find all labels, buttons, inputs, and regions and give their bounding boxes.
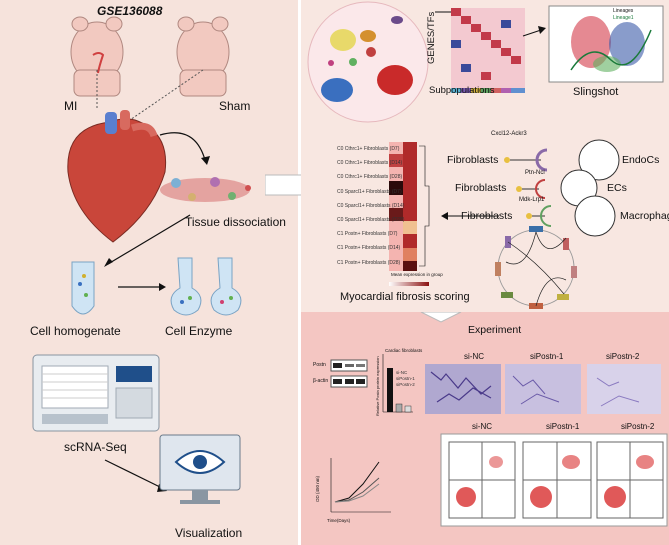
mi-label: MI bbox=[64, 99, 78, 113]
monitor-eye-icon bbox=[159, 434, 241, 504]
transwell-images bbox=[425, 364, 661, 414]
legend-p1: siPostn-1 bbox=[396, 376, 415, 381]
heatmap-row-label: C0 Cthrc1+ Fibroblasts (D28) bbox=[337, 174, 403, 181]
heatmap-row-label: C0 Sparcl1+ Fibroblasts (D28) bbox=[337, 217, 405, 223]
bactin-label: β-actin bbox=[313, 378, 329, 384]
ecs-label: ECs bbox=[607, 182, 627, 194]
curve-arrow bbox=[159, 132, 206, 161]
sipostn2-label-1: siPostn-2 bbox=[606, 352, 640, 361]
sequencer-icon bbox=[32, 354, 160, 432]
curve-xlabel: Time(Days) bbox=[327, 518, 351, 523]
analysis-artwork bbox=[307, 1, 664, 309]
mouse-sham-icon bbox=[129, 16, 230, 121]
heatmap-row-label: C1 Postn+ Fibroblasts (D28) bbox=[337, 259, 401, 266]
sham-label: Sham bbox=[219, 99, 251, 113]
fibrosis-heatmap bbox=[389, 142, 430, 286]
mf-scoring-label: Myocardial fibrosis scoring bbox=[340, 291, 470, 303]
sipostn1-label-2: siPostn-1 bbox=[546, 422, 580, 431]
experiment-label: Experiment bbox=[468, 324, 522, 336]
down-arrow bbox=[420, 312, 462, 323]
bar-ylabel: Relative Postn protein expression bbox=[375, 356, 380, 416]
tissue-icon bbox=[160, 177, 251, 202]
slingshot-label: Slingshot bbox=[573, 86, 619, 98]
scrna-seq-label: scRNA-Seq bbox=[64, 440, 127, 454]
sipostn1-label-1: siPostn-1 bbox=[530, 352, 564, 361]
heatmap-row-label: C0 Cthrc1+ Fibroblasts (D14) bbox=[337, 160, 403, 167]
lineages-title: Lineages bbox=[613, 8, 634, 14]
mouse-mi-icon bbox=[70, 16, 124, 110]
pair3-label: Mdk-Lrp1 bbox=[519, 197, 545, 203]
tube-enzyme-icon bbox=[170, 257, 242, 316]
si-nc-label-1: si-NC bbox=[464, 352, 484, 361]
heatmap-row-label: C0 Cthrc1+ Fibroblasts (D7) bbox=[337, 146, 400, 152]
slingshot-plot bbox=[548, 5, 664, 83]
fibroblasts-2: Fibroblasts bbox=[455, 182, 507, 194]
sipostn2-label-2: siPostn-2 bbox=[621, 422, 655, 431]
postn-bar-chart bbox=[382, 354, 413, 413]
heatmap-row-label: C0 Sparcl1+ Fibroblasts (D7) bbox=[337, 188, 402, 195]
tube-homogenate-icon bbox=[71, 261, 95, 315]
pair1-label: Cxcl12-Ackr3 bbox=[491, 131, 527, 137]
heatmap-row-label: C1 Postn+ Fibroblasts (D14) bbox=[337, 245, 401, 252]
western-blot bbox=[330, 359, 368, 388]
macrophages-label: Macrophages bbox=[620, 210, 669, 222]
pair2-label: Ptn-Ncl bbox=[525, 170, 545, 176]
curve-ylabel: OD (450 nm) bbox=[315, 475, 320, 502]
fibroblasts-1: Fibroblasts bbox=[447, 154, 499, 166]
analysis-panel: Subpopulations GENES/TFs Slingshot Linea… bbox=[301, 0, 669, 312]
flow-cytometry bbox=[440, 433, 668, 527]
legend-nc: si-NC bbox=[396, 370, 408, 375]
lineage1-label: Lineage1 bbox=[613, 15, 634, 21]
heart-icon bbox=[67, 110, 167, 243]
gene-heatmap bbox=[451, 8, 525, 93]
endocs-label: EndoCs bbox=[622, 154, 660, 166]
circos-plot bbox=[495, 226, 577, 309]
postn-label: Postn bbox=[313, 362, 326, 368]
cell-homogenate-label: Cell homogenate bbox=[30, 324, 121, 338]
heatmap-row-label: C0 Sparcl1+ Fibroblasts (D14) bbox=[337, 202, 405, 209]
visualization-label: Visualization bbox=[175, 526, 243, 540]
growth-curve bbox=[330, 458, 391, 513]
subpopulations-label: Subpopulations bbox=[429, 85, 495, 96]
cell-enzyme-label: Cell Enzyme bbox=[165, 324, 233, 338]
dataset-label: GSE136088 bbox=[97, 4, 163, 18]
tissue-dissociation-label: Tissue dissociation bbox=[185, 215, 286, 229]
cardiac-fib-label: Cardiac fibroblasts bbox=[385, 348, 423, 353]
genes-tfs-label: GENES/TFs bbox=[426, 11, 437, 64]
si-nc-label-2: si-NC bbox=[472, 422, 492, 431]
fibroblasts-3: Fibroblasts bbox=[461, 210, 513, 222]
legend-p2: siPostn-2 bbox=[396, 382, 415, 387]
workflow-panel: GSE136088 MI Sham Tissue dissociation Ce… bbox=[0, 0, 298, 545]
experiment-panel: Experiment si-NC siPostn-1 siPostn-2 si-… bbox=[301, 312, 669, 545]
experiment-artwork bbox=[330, 312, 668, 527]
workflow-artwork bbox=[32, 16, 251, 504]
heatmap-row-label: C1 Postn+ Fibroblasts (D7) bbox=[337, 231, 398, 238]
mean-expression-label: Mean expression in group bbox=[391, 272, 443, 277]
